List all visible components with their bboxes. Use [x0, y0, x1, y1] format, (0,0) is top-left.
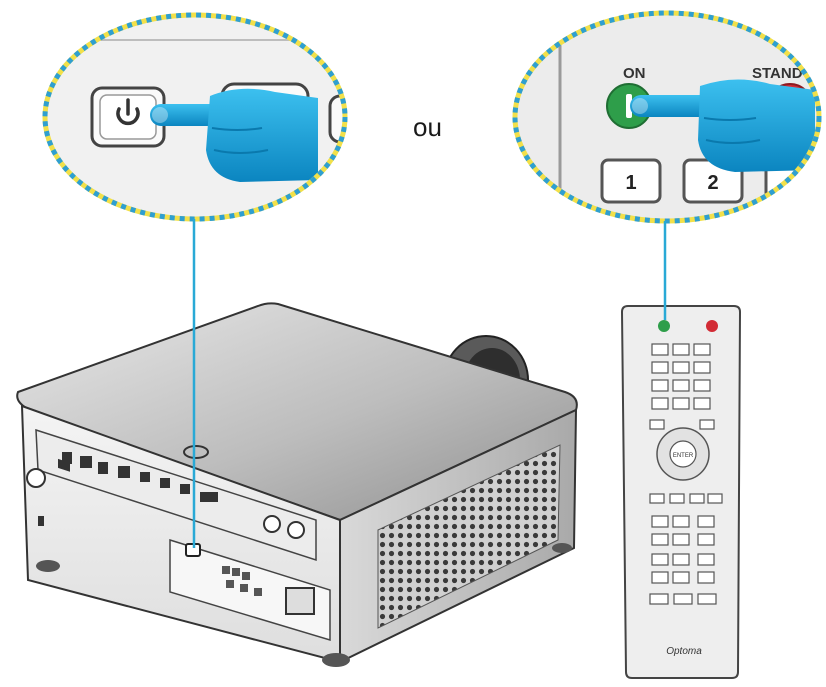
svg-text:2: 2 — [707, 172, 718, 194]
remote-standby-button-small — [706, 320, 718, 332]
on-label: ON — [623, 65, 646, 82]
standby-label: STAND — [752, 65, 803, 82]
left-hand-pointer-icon — [150, 88, 318, 182]
remote-key-callout: ON STAND 1 2 — [512, 10, 822, 224]
power-icon — [116, 98, 140, 126]
remote-on-button — [606, 83, 652, 129]
projector-top — [16, 302, 578, 522]
projector-power-key — [90, 86, 166, 148]
remote-control-illustration: ENTER Optoma — [620, 305, 742, 679]
remote-enter-label: ENTER — [673, 453, 694, 459]
remote-key-1: 1 — [600, 158, 662, 204]
remote-dpad: ENTER — [656, 427, 710, 481]
or-separator-label: ou — [413, 112, 442, 142]
right-hand-pointer-icon — [630, 79, 815, 172]
projector-key-callout — [42, 12, 348, 222]
remote-on-button-small — [658, 320, 670, 332]
remote-brand-logo: Optoma — [666, 646, 702, 657]
svg-text:1: 1 — [625, 172, 636, 194]
projector-illustration — [16, 302, 578, 667]
